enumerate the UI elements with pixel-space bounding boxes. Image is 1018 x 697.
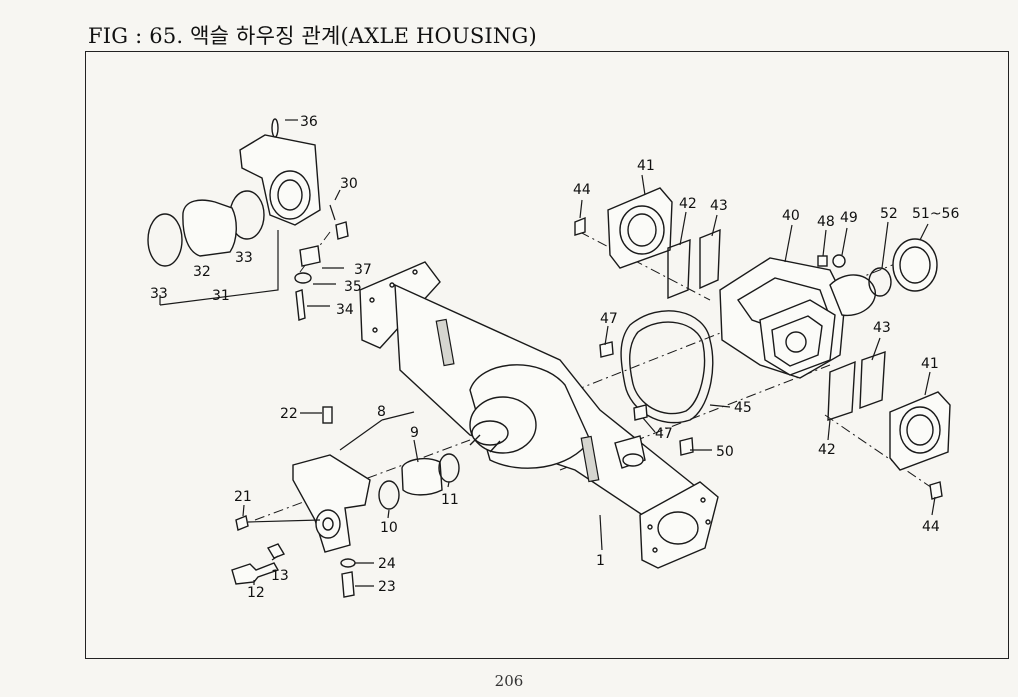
cover-41-upper xyxy=(607,187,673,269)
bolt-34 xyxy=(295,289,306,321)
differential-carrier xyxy=(719,257,876,379)
axle-housing xyxy=(359,261,719,569)
callout-43-lower: 43 xyxy=(873,320,891,336)
bushing-9 xyxy=(401,458,443,496)
carrier-gasket xyxy=(620,310,714,424)
page-number: 206 xyxy=(494,672,524,690)
callout-33-left: 33 xyxy=(150,286,168,302)
nut-13 xyxy=(266,543,286,559)
callout-33-right: 33 xyxy=(235,250,253,266)
callout-31: 31 xyxy=(212,288,230,304)
o-ring-52 xyxy=(868,267,892,297)
callout-47-upper: 47 xyxy=(600,311,618,327)
callout-21: 21 xyxy=(234,489,252,505)
callout-49: 49 xyxy=(840,210,858,226)
plate-37 xyxy=(299,245,321,267)
callout-47-lower: 47 xyxy=(655,426,673,442)
pin-22 xyxy=(322,406,333,424)
breather-47-upper xyxy=(599,341,614,358)
bolt-44-upper xyxy=(574,216,586,236)
ring-10 xyxy=(378,480,400,510)
callout-52: 52 xyxy=(880,206,898,222)
callout-labels: 36 30 33 33 32 31 37 35 34 41 44 42 43 4… xyxy=(150,114,959,601)
knuckle-upper xyxy=(239,134,321,226)
callout-50: 50 xyxy=(716,444,734,460)
diagram-frame xyxy=(85,51,1009,659)
plug-50 xyxy=(679,437,694,456)
callout-41-lower: 41 xyxy=(921,356,939,372)
bolt-12 xyxy=(231,562,280,585)
fitting-21 xyxy=(235,515,249,531)
figure-title: FIG : 65. 액슬 하우징 관계(AXLE HOUSING) xyxy=(88,24,537,48)
callout-8: 8 xyxy=(377,404,386,420)
callout-30: 30 xyxy=(340,176,358,192)
callout-36: 36 xyxy=(300,114,318,130)
callout-37: 37 xyxy=(354,262,372,278)
washer-24 xyxy=(340,558,356,568)
part-48 xyxy=(817,255,828,267)
cover-41-lower xyxy=(889,391,951,471)
leader-lines xyxy=(242,119,936,587)
seal-11 xyxy=(438,453,460,483)
ring-33-left xyxy=(147,213,183,267)
callout-44-upper: 44 xyxy=(573,182,591,198)
callout-34: 34 xyxy=(336,302,354,318)
callout-13: 13 xyxy=(271,568,289,584)
callout-45: 45 xyxy=(734,400,752,416)
callout-35: 35 xyxy=(344,279,362,295)
callout-44-lower: 44 xyxy=(922,519,940,535)
bolt-23 xyxy=(341,571,355,598)
callout-42-upper: 42 xyxy=(679,196,697,212)
callout-48: 48 xyxy=(817,214,835,230)
breather-47-lower xyxy=(633,404,648,421)
callout-32: 32 xyxy=(193,264,211,280)
gaskets-42-43-lower xyxy=(827,350,886,421)
bolt-44-lower xyxy=(929,481,943,500)
callout-24: 24 xyxy=(378,556,396,572)
part-49 xyxy=(832,254,846,268)
bolt-30 xyxy=(335,221,349,240)
callout-51-56: 51~56 xyxy=(912,206,959,222)
callout-9: 9 xyxy=(410,425,419,441)
callout-22: 22 xyxy=(280,406,298,422)
washer-35 xyxy=(294,272,312,284)
callout-11: 11 xyxy=(441,492,459,508)
knuckle-lower xyxy=(292,454,371,553)
callout-41-upper: 41 xyxy=(637,158,655,174)
callout-1: 1 xyxy=(596,553,605,569)
callout-23: 23 xyxy=(378,579,396,595)
callout-42-lower: 42 xyxy=(818,442,836,458)
callout-43-upper: 43 xyxy=(710,198,728,214)
gaskets-42-43-upper xyxy=(667,228,721,300)
bearing-32 xyxy=(182,199,237,257)
callout-10: 10 xyxy=(380,520,398,536)
callout-40: 40 xyxy=(782,208,800,224)
callout-12: 12 xyxy=(247,585,265,601)
pin-36 xyxy=(271,118,279,138)
